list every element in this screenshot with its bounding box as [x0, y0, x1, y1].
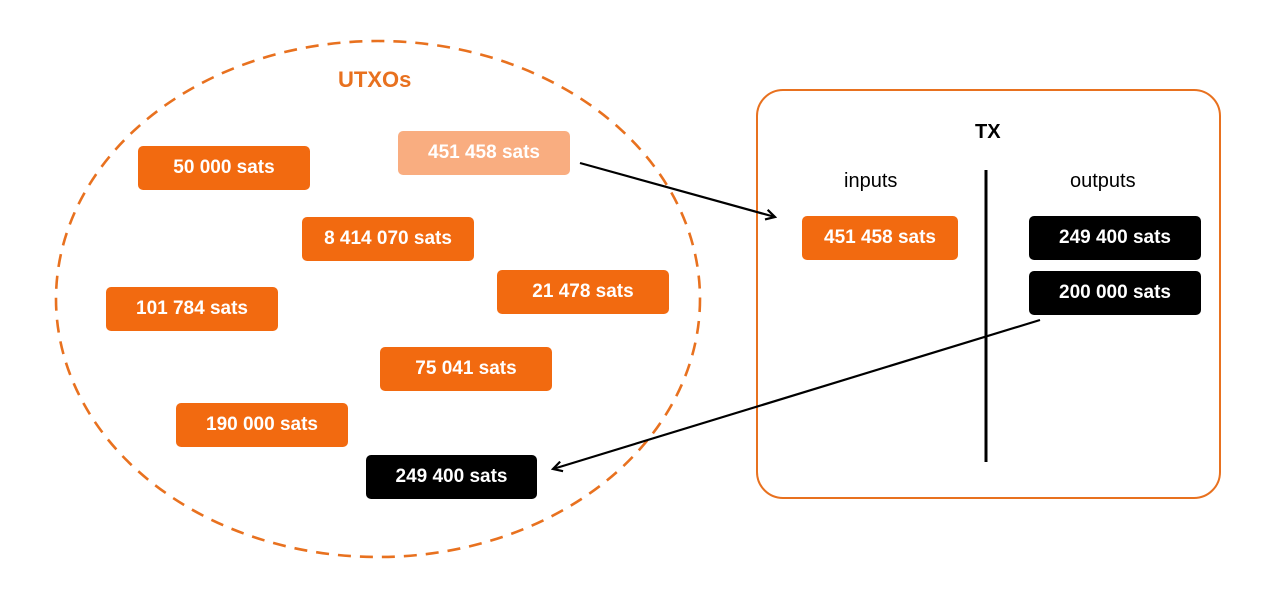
tx-output-249400: 249 400 sats [1029, 216, 1201, 260]
utxo-50000: 50 000 sats [138, 146, 310, 190]
spend-arrow [579, 161, 775, 217]
tx-output-200000: 200 000 sats [1029, 271, 1201, 315]
utxo-75041: 75 041 sats [380, 347, 552, 391]
utxo-451458-spent: 451 458 sats [398, 131, 570, 175]
utxo-21478: 21 478 sats [497, 270, 669, 314]
outputs-label: outputs [1070, 170, 1136, 192]
utxo-set-boundary [54, 39, 702, 559]
change-arrow [553, 318, 1041, 469]
transaction-box [756, 89, 1221, 499]
tx-input-451458: 451 458 sats [802, 216, 958, 260]
tx-title: TX [975, 121, 1001, 143]
utxo-249400-change: 249 400 sats [366, 455, 537, 499]
utxo-190000: 190 000 sats [176, 403, 348, 447]
utxos-title: UTXOs [338, 67, 412, 92]
utxo-101784: 101 784 sats [106, 287, 278, 331]
utxo-8414070: 8 414 070 sats [302, 217, 474, 261]
inputs-label: inputs [844, 170, 898, 192]
